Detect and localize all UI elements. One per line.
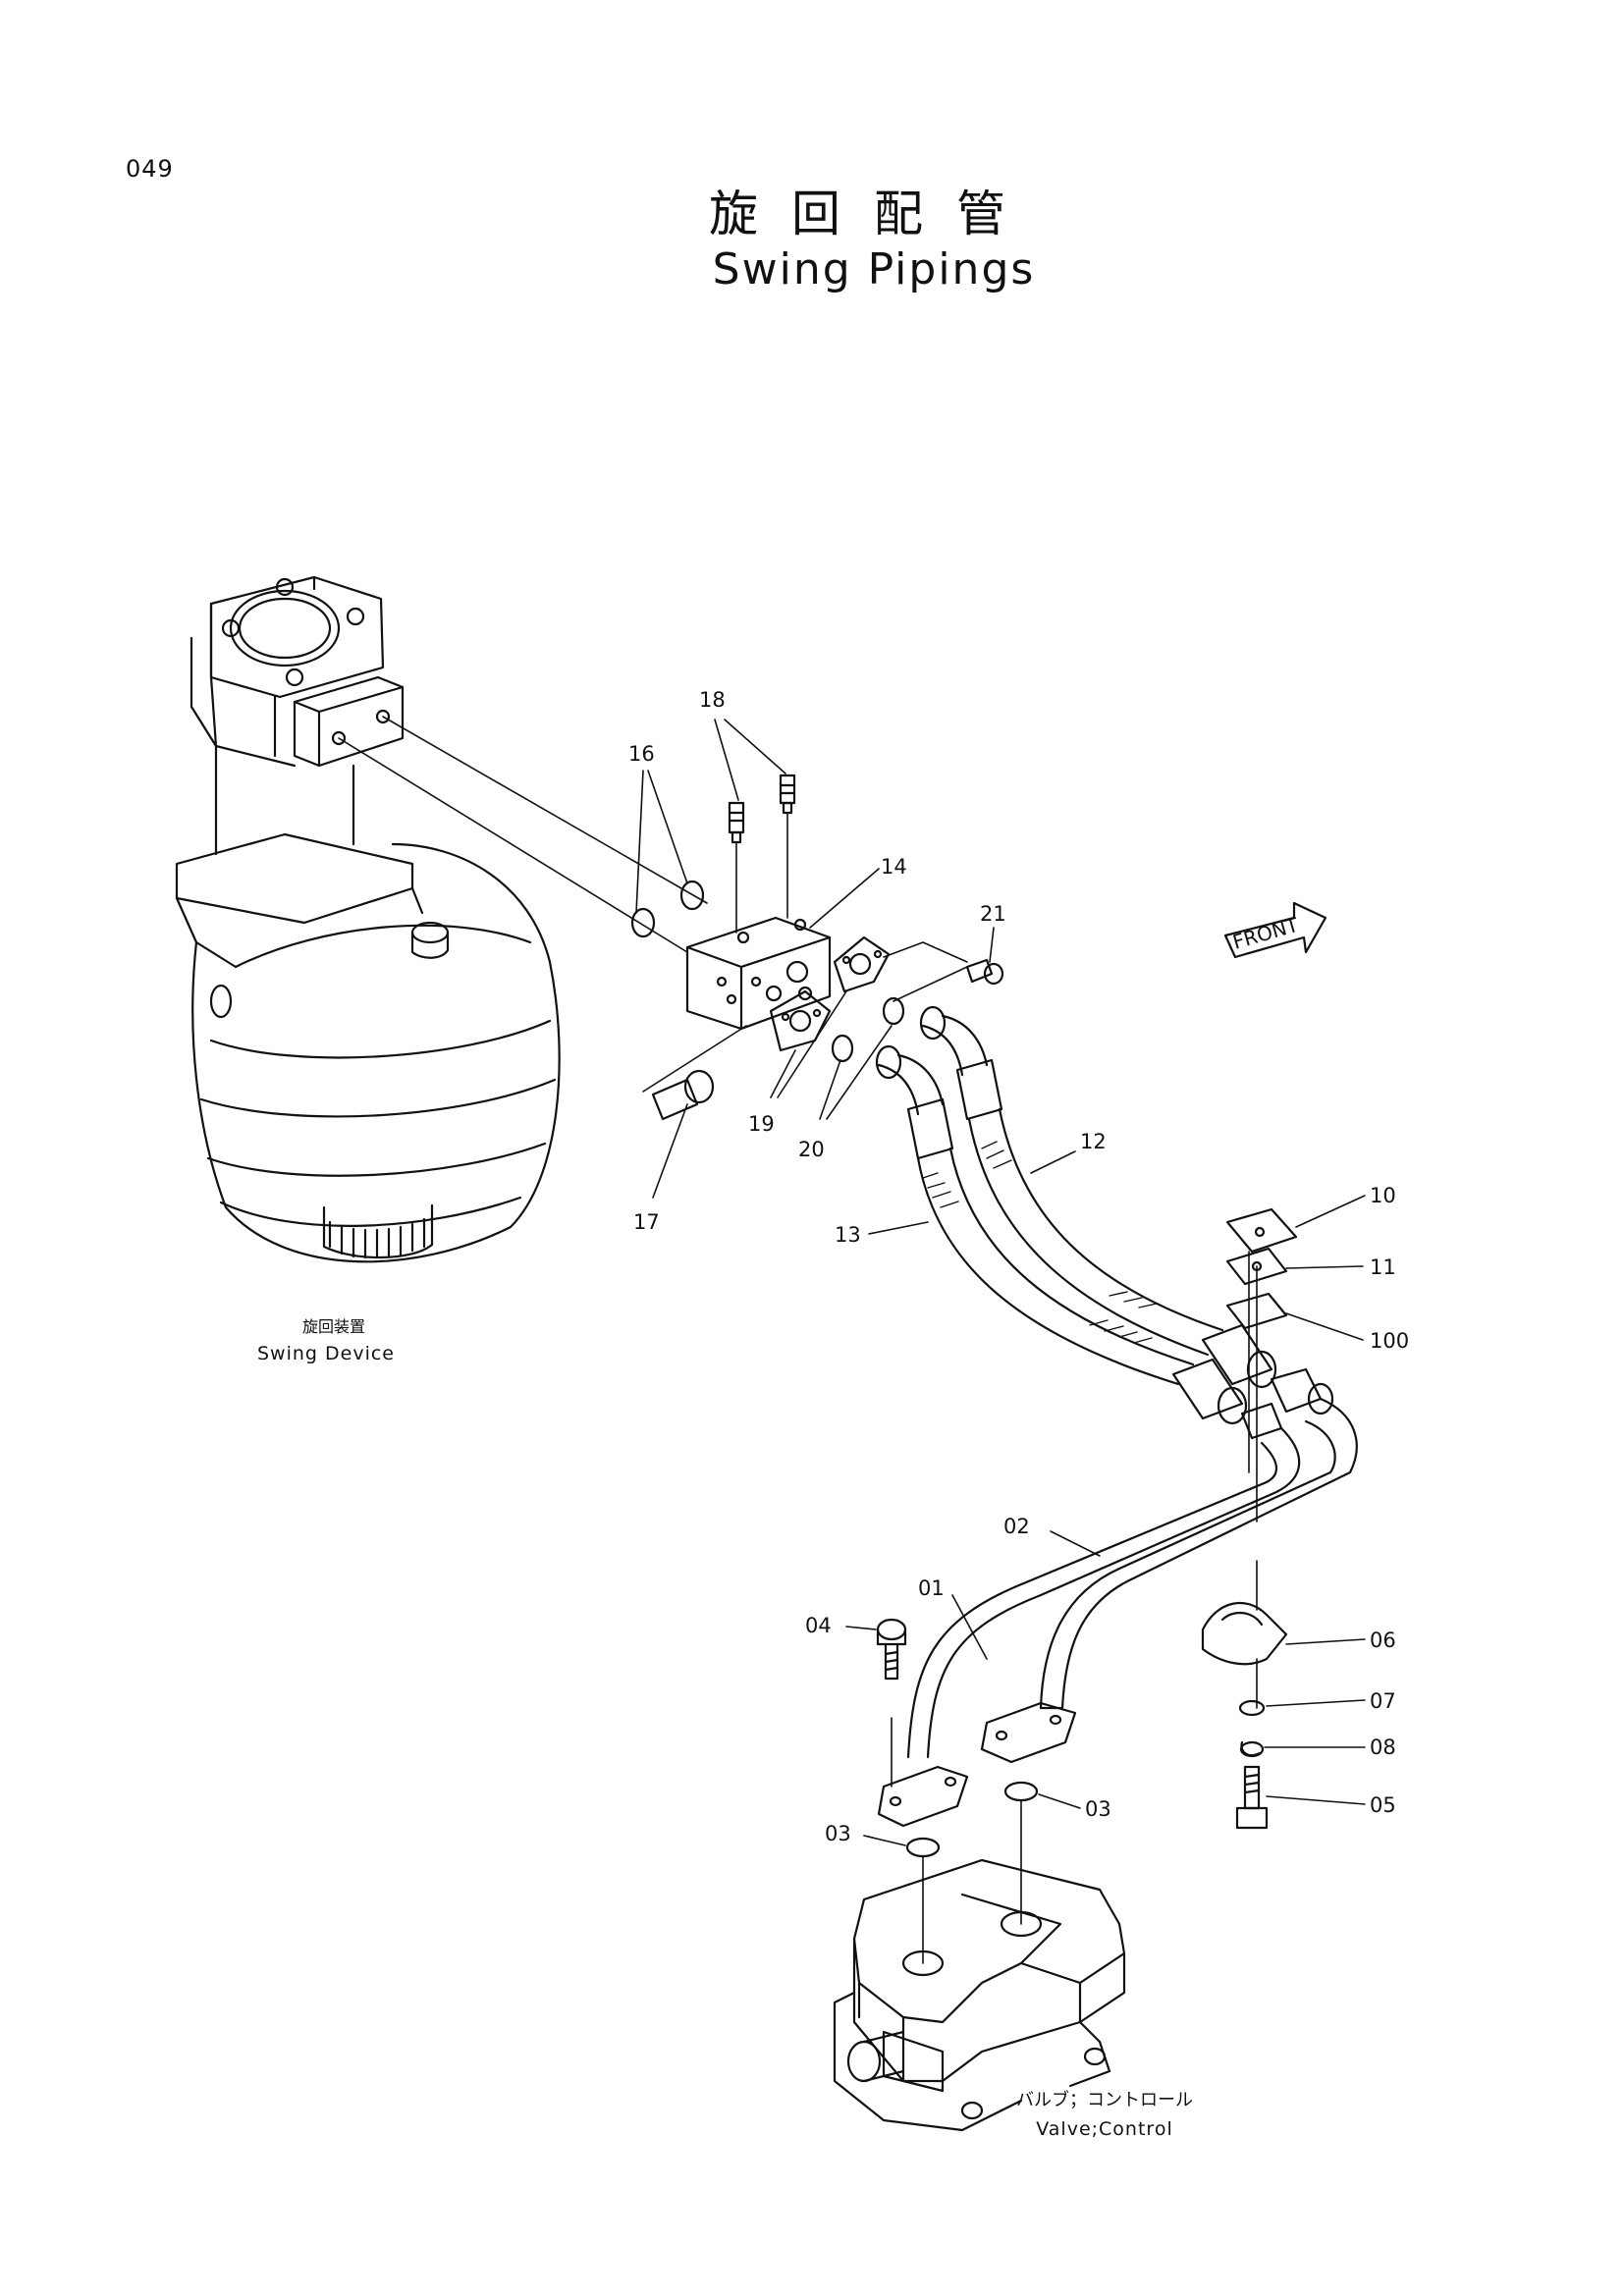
callout-100: 100	[1370, 1329, 1409, 1353]
o-rings-03	[905, 1781, 1039, 1964]
clamp-plates-10-11-100	[1225, 1207, 1298, 1522]
port-alignment-lines	[338, 716, 708, 953]
bolt-21	[883, 941, 1004, 1002]
clamp-06	[1201, 1560, 1288, 1709]
o-rings-16	[630, 880, 705, 938]
swing-device-drawing	[175, 575, 561, 1263]
callout-10: 10	[1370, 1184, 1396, 1207]
bolt-04	[876, 1618, 907, 1788]
callout-14: 14	[881, 855, 907, 879]
swing-device-label-en: Swing Device	[257, 1343, 395, 1364]
title-english: Swing Pipings	[712, 244, 1036, 294]
hoses-12-13	[875, 1005, 1277, 1425]
title-japanese: 旋回配管	[709, 186, 1039, 242]
callout-01: 01	[918, 1576, 945, 1600]
component-captions: 旋回装置 Swing Device バルブ；コントロール Valve;Contr…	[257, 1317, 1193, 2140]
callout-16: 16	[628, 742, 655, 766]
front-arrow: FRONT	[1223, 901, 1327, 959]
bolt-17	[642, 1025, 747, 1121]
callout-05: 05	[1370, 1793, 1396, 1817]
callouts: 18 16 14 21 19 20 17 12 13 10 11 100	[628, 688, 1409, 1846]
callout-03-right: 03	[1085, 1797, 1111, 1821]
bolt-05	[1235, 1765, 1269, 1830]
washers-07-08	[1238, 1699, 1266, 1758]
callout-17: 17	[633, 1210, 660, 1234]
callout-21: 21	[980, 902, 1006, 926]
adaptor-block-14	[685, 916, 832, 1031]
callout-06: 06	[1370, 1629, 1396, 1652]
swing-device-label-jp: 旋回装置	[302, 1317, 365, 1336]
callout-02: 02	[1003, 1515, 1030, 1538]
callout-11: 11	[1370, 1255, 1396, 1279]
o-rings-20	[831, 996, 905, 1063]
callout-20: 20	[798, 1138, 825, 1161]
callout-08: 08	[1370, 1735, 1396, 1759]
pipes-01-02	[877, 1367, 1358, 1828]
valve-label-en: Valve;Control	[1036, 2118, 1172, 2140]
callout-07: 07	[1370, 1689, 1396, 1713]
valve-label-jp: バルブ；コントロール	[1016, 2089, 1193, 2110]
callout-03-left: 03	[825, 1822, 851, 1845]
page-number: 049	[126, 155, 174, 183]
callout-12: 12	[1080, 1130, 1107, 1153]
callout-18: 18	[699, 688, 726, 712]
plugs-18	[728, 774, 796, 934]
control-valve-drawing	[833, 1858, 1126, 2132]
callout-04: 04	[805, 1614, 832, 1637]
callout-19: 19	[748, 1112, 775, 1136]
flanges-19	[769, 935, 891, 1052]
callout-13: 13	[835, 1223, 861, 1247]
title-block: 旋回配管 Swing Pipings	[530, 185, 1218, 296]
